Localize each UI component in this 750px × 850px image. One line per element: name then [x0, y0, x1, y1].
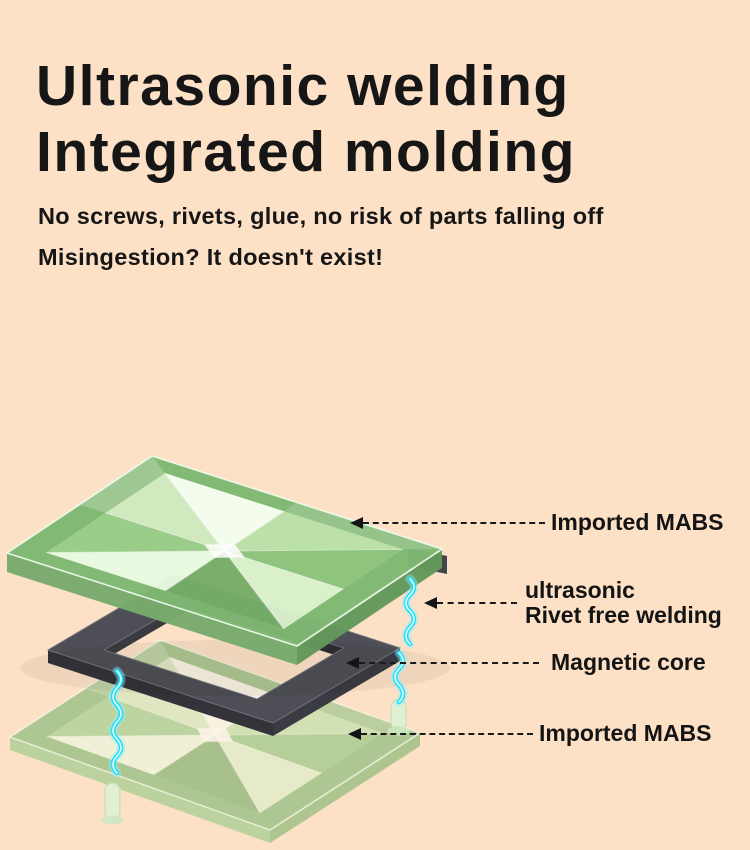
callout-label: Magnetic core [551, 649, 706, 675]
callout-magnetic-core: Magnetic core [346, 649, 706, 676]
arrowhead-icon [424, 597, 437, 609]
callout-imported-mabs-top: Imported MABS [350, 509, 724, 536]
arrowhead-icon [350, 516, 363, 529]
leader-line [361, 732, 533, 735]
arrowhead-icon [346, 656, 359, 669]
arrowhead-icon [348, 727, 361, 740]
callout-label: Imported MABS [551, 509, 724, 535]
callout-label-line-2: Rivet free welding [525, 602, 722, 628]
callout-imported-mabs-bottom: Imported MABS [348, 720, 712, 747]
ultrasonic-weld-mark-left [113, 671, 121, 773]
callout-label-line-1: ultrasonic [525, 577, 635, 603]
callout-ultrasonic-weld: ultrasonic Rivet free welding [424, 578, 722, 628]
subtitle-line-1: No screws, rivets, glue, no risk of part… [38, 203, 604, 229]
top-shell [5, 454, 444, 665]
leader-line [359, 661, 539, 664]
bottom-shell [8, 638, 422, 843]
subtitle-line-2: Misingestion? It doesn't exist! [38, 244, 384, 270]
leader-line [437, 602, 517, 604]
callout-label: Imported MABS [539, 720, 712, 746]
leader-line [363, 521, 545, 524]
callout-label: ultrasonic Rivet free welding [517, 578, 722, 628]
shell-foot-left [101, 782, 124, 825]
page-title-line-2: Integrated molding [36, 120, 576, 184]
top-shell-shadow [20, 640, 450, 696]
page-title-line-1: Ultrasonic welding [36, 54, 570, 118]
